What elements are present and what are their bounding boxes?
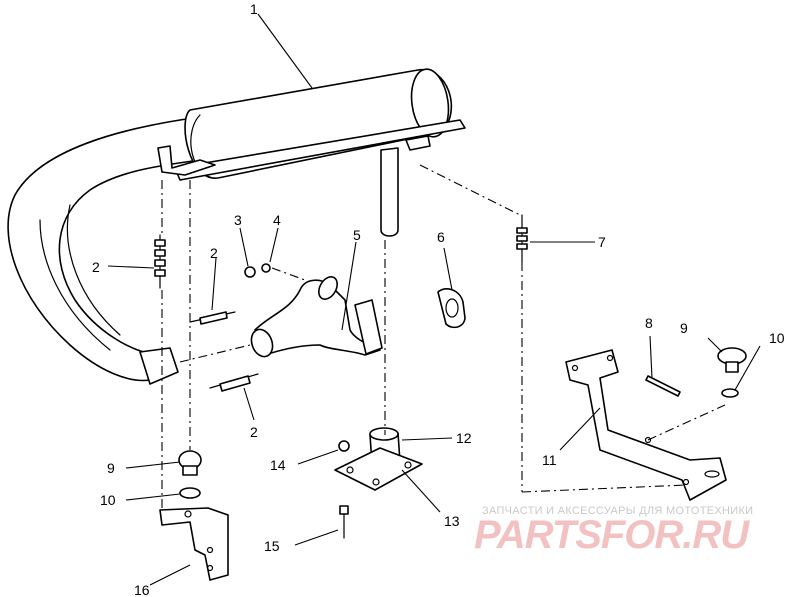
callout-16: 16 [134,582,150,597]
exhaust-manifold-part-5 [250,276,383,358]
assembly-lines [161,164,726,510]
bolt-part-15 [339,505,349,539]
grommet-part-9-left [178,450,202,476]
callout-2a: 2 [92,259,100,275]
callout-9-left: 9 [107,460,115,476]
callout-7: 7 [598,234,606,250]
screw-part-8 [645,375,681,397]
bracket-part-11 [565,349,727,501]
callout-5: 5 [353,227,361,243]
bracket-part-16 [159,507,229,581]
callout-1: 1 [250,1,258,17]
spring-part-2-left [154,234,166,289]
callout-numbers: 1 2 2 2 3 4 5 6 7 8 9 10 11 12 13 14 15 … [92,1,785,597]
washer-part-4 [261,263,271,273]
callout-15: 15 [264,538,280,554]
callout-14: 14 [270,457,286,473]
callout-10-right: 10 [769,330,785,346]
gasket-part-6 [437,288,466,329]
nut-part-3 [244,266,256,278]
leader-lines [107,13,761,586]
watermark-tagline: ЗАПЧАСТИ И АКСЕССУАРЫ ДЛЯ МОТОТЕХНИКИ [482,505,753,517]
watermark-logo: PARTSFOR.RU [474,513,750,557]
callout-6: 6 [437,229,445,245]
spring-part-2-middle [189,311,236,325]
grommet-part-9-right [717,347,747,373]
mount-plate-part-13 [334,447,423,491]
callout-2b: 2 [210,245,218,261]
callout-9-right: 9 [680,320,688,336]
muffler-exhaust-pipe [7,68,466,385]
callout-8: 8 [645,315,653,331]
callout-10-left: 10 [100,492,116,508]
callout-3: 3 [234,212,242,228]
callout-2c: 2 [250,424,258,440]
callout-4: 4 [273,212,281,228]
spring-part-2-lower [209,373,259,392]
spring-part-7 [516,214,528,263]
washer-part-10-right [721,388,739,398]
callout-13: 13 [444,513,460,529]
watermark: ЗАПЧАСТИ И АКСЕССУАРЫ ДЛЯ МОТОТЕХНИКИ PA… [474,505,753,557]
washer-part-10-left [179,487,201,499]
callout-12: 12 [456,430,472,446]
callout-11: 11 [542,452,557,468]
nut-part-14 [338,440,350,452]
